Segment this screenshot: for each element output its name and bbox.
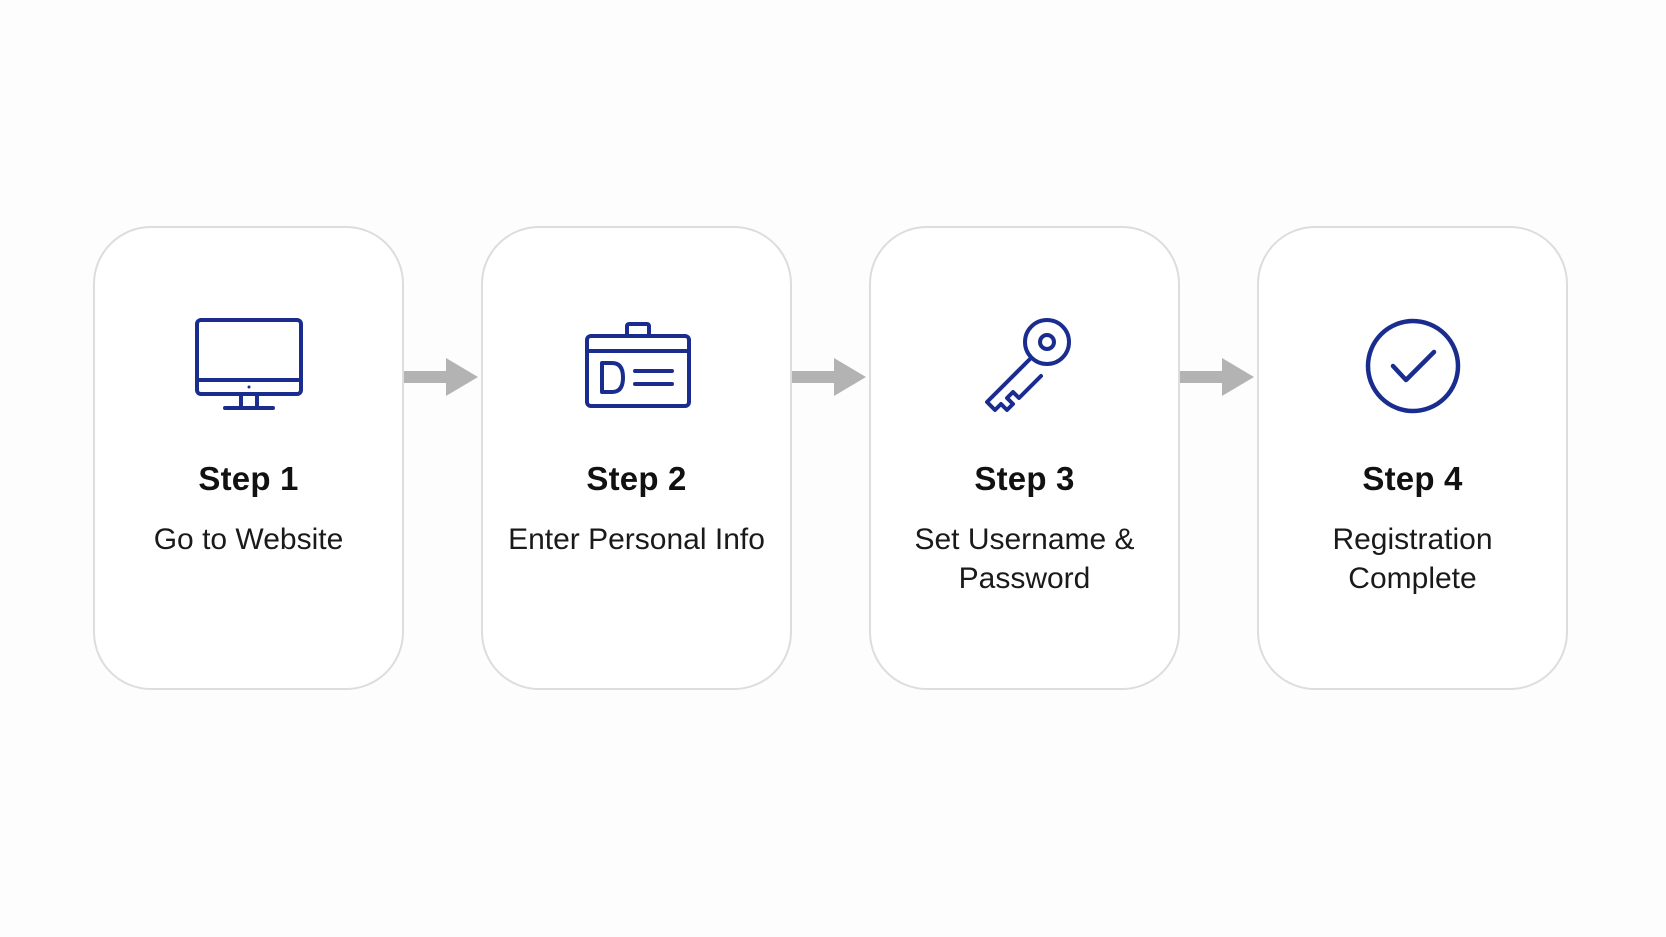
step-title: Step 4 <box>1362 460 1463 497</box>
step-title: Step 3 <box>974 460 1075 497</box>
step-card-3: Step 3 Set Username & Password <box>869 226 1180 690</box>
step-description: Registration Complete <box>1332 523 1493 595</box>
step-title: Step 1 <box>198 460 299 497</box>
step-description: Go to Website <box>153 523 344 556</box>
monitor-icon <box>189 306 309 426</box>
step-card-2: Step 2 Enter Personal Info <box>481 226 792 690</box>
step-description: Enter Personal Info <box>508 523 765 556</box>
id-card-icon <box>577 306 697 426</box>
checkmark-circle-icon <box>1353 306 1473 426</box>
arrow-right-icon <box>404 355 480 399</box>
step-card-1: Step 1 Go to Website <box>93 226 404 690</box>
arrow-right-icon <box>1180 355 1256 399</box>
step-title: Step 2 <box>586 460 687 497</box>
arrow-right-icon <box>792 355 868 399</box>
key-icon <box>965 306 1085 426</box>
step-card-4: Step 4 Registration Complete <box>1257 226 1568 690</box>
step-description: Set Username & Password <box>914 523 1135 595</box>
